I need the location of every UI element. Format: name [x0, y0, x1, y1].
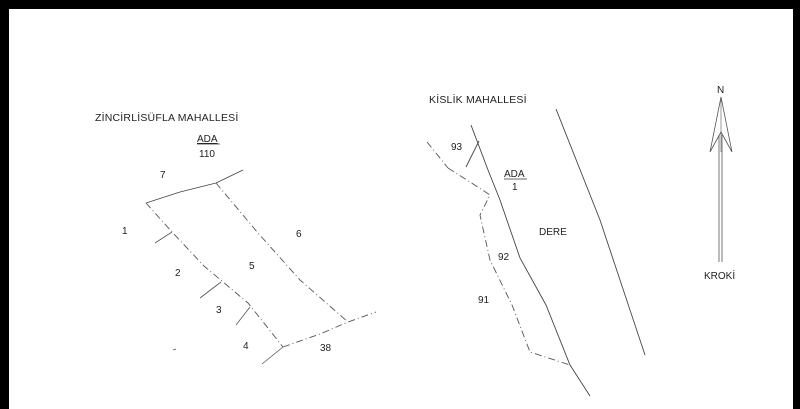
right-parcel-drawing — [426, 108, 646, 397]
north-arrow-icon: N — [709, 85, 733, 262]
left-bottom-extension — [261, 346, 284, 365]
parcel-3-label: 3 — [216, 305, 222, 316]
left-black-border — [0, 0, 9, 409]
left-neighborhood-title: ZİNCİRLİSÜFLA MAHALLESİ — [95, 111, 238, 124]
right-ada-number: 1 — [512, 182, 518, 193]
left-parcel-drawing — [145, 169, 377, 365]
left-top-boundary — [145, 169, 244, 204]
parcel-92-label: 92 — [498, 252, 510, 263]
left-ada-number: 110 — [199, 149, 215, 160]
stream-label: DERE — [539, 227, 567, 238]
left-tick-3 — [235, 306, 251, 326]
parcel-1-label: 1 — [122, 226, 128, 237]
right-parcel-west-boundary — [447, 167, 571, 366]
parcel-7-label: 7 — [160, 170, 166, 181]
parcel-93-label: 93 — [451, 142, 463, 153]
parcel-5-label: 5 — [249, 261, 255, 272]
left-ada-label: ADA — [197, 134, 218, 145]
left-left-boundary — [145, 202, 284, 348]
right-parcel-east-boundary — [470, 124, 591, 397]
parcel-91-label: 91 — [478, 295, 490, 306]
north-letter: N — [717, 85, 724, 96]
left-bottom-boundary — [282, 311, 377, 348]
left-tick-4 — [172, 348, 177, 351]
right-black-border — [793, 0, 800, 409]
stream-right-bank — [555, 108, 646, 356]
parcel-38-label: 38 — [320, 343, 332, 354]
parcel-4-label: 4 — [243, 341, 249, 352]
left-tick-1 — [154, 231, 173, 244]
left-right-boundary — [215, 182, 349, 323]
parcel-6-label: 6 — [296, 229, 302, 240]
left-tick-2 — [199, 281, 222, 299]
right-neighborhood-title: KİSLİK MAHALLESİ — [429, 93, 527, 106]
parcel-93-divider — [465, 140, 480, 168]
right-ada-label: ADA — [504, 169, 525, 180]
sketch-caption: KROKİ — [704, 269, 735, 282]
parcel-2-label: 2 — [175, 268, 181, 279]
parcel-93-boundary — [426, 141, 449, 169]
top-black-border — [0, 0, 800, 9]
